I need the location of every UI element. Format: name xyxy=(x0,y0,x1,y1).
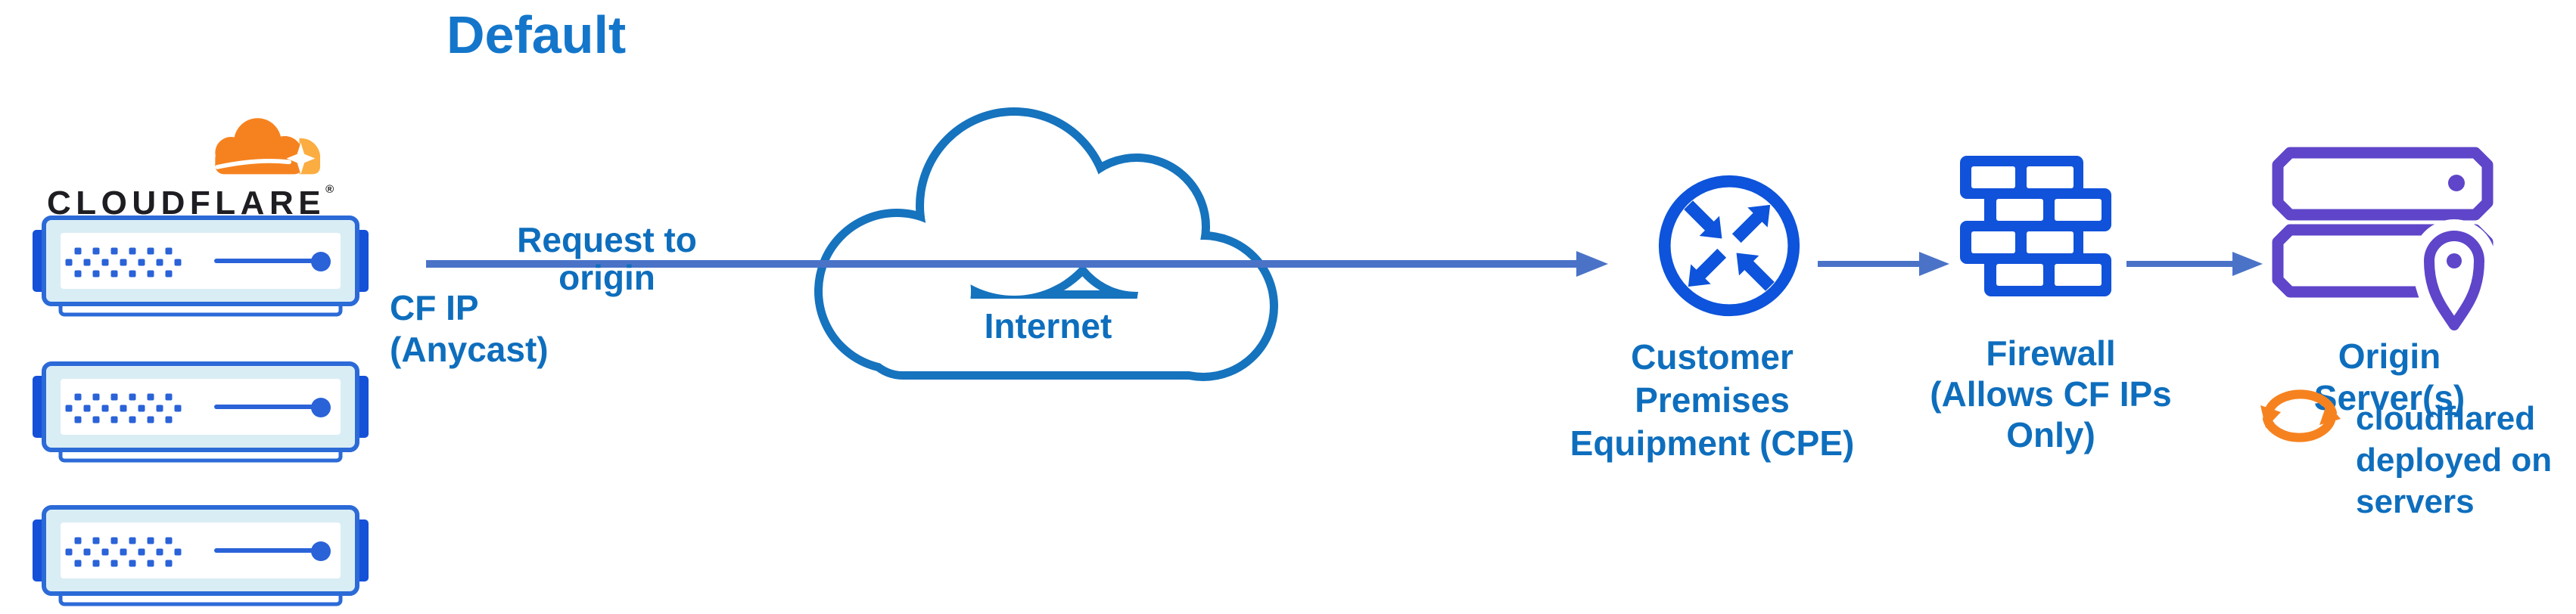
cf-ip-line2: (Anycast) xyxy=(390,330,549,369)
cpe-line1: Customer Premises xyxy=(1631,337,1794,420)
cloudflared-line3: servers xyxy=(2356,483,2475,520)
firewall-to-origin-arrowhead-icon xyxy=(2232,252,2263,276)
firewall-line2: (Allows CF IPs Only) xyxy=(1930,374,2172,454)
server-led-dots xyxy=(65,247,182,278)
registered-mark: ® xyxy=(325,183,334,196)
cpe-label: Customer Premises Equipment (CPE) xyxy=(1551,336,1873,465)
cpe-to-firewall-arrowhead-icon xyxy=(1919,252,1949,276)
firewall-to-origin-line xyxy=(2126,261,2232,267)
request-line xyxy=(426,260,1576,268)
firewall-label: Firewall (Allows CF IPs Only) xyxy=(1892,333,2210,455)
cpe-to-firewall-line xyxy=(1818,261,1919,267)
diagram-title: Default xyxy=(446,5,627,64)
router-icon xyxy=(1658,175,1800,317)
origin-servers-label: Origin Server(s) xyxy=(2263,336,2516,419)
cloudflared-line1: cloudflared xyxy=(2356,400,2536,437)
cpe-line2: Equipment (CPE) xyxy=(1570,423,1855,463)
cloudflare-wordmark: CLOUDFLARE® xyxy=(47,183,334,222)
cloudflared-label: cloudflared deployed on servers xyxy=(2356,398,2552,523)
sync-icon xyxy=(2260,389,2341,442)
edge-server-icon xyxy=(33,361,369,463)
location-pin-icon xyxy=(2413,219,2496,342)
cloudflared-line2: deployed on xyxy=(2356,442,2553,479)
cf-ip-line1: CF IP xyxy=(390,288,479,327)
request-arrowhead-icon xyxy=(1576,251,1608,277)
origin-servers-text: Origin Server(s) xyxy=(2313,336,2466,417)
request-to-origin-label: Request to origin xyxy=(468,221,746,296)
edge-server-icon xyxy=(33,505,369,606)
firewall-icon xyxy=(1960,156,2111,296)
internet-cloud-icon xyxy=(814,107,1278,381)
cloudflare-logo-icon xyxy=(215,118,321,175)
request-to-origin-text: Request to origin xyxy=(517,220,697,297)
internet-text: Internet xyxy=(984,306,1112,346)
firewall-line1: Firewall xyxy=(1986,333,2116,373)
internet-label: Internet xyxy=(821,305,1275,347)
cf-ip-anycast-label: CF IP (Anycast) xyxy=(390,287,549,371)
origin-servers-icon xyxy=(2272,147,2496,342)
cloudflare-wordmark-text: CLOUDFLARE xyxy=(47,185,326,222)
edge-server-icon xyxy=(33,216,369,317)
